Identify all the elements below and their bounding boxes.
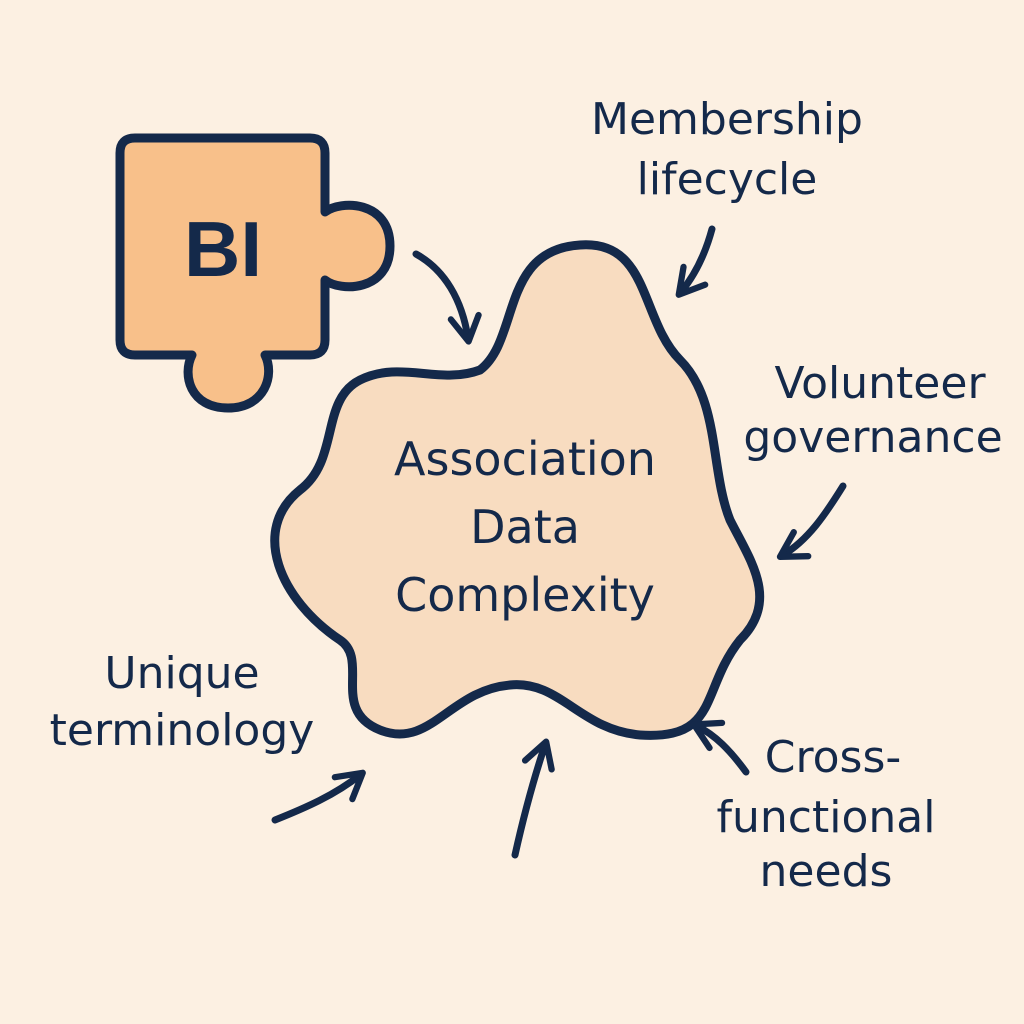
- factor-line: Cross-: [765, 732, 902, 783]
- puzzle-piece-icon: BI: [115, 133, 395, 413]
- arrow-bi: [412, 250, 482, 345]
- factor-line: Volunteer: [774, 358, 986, 409]
- factor-line: terminology: [50, 705, 315, 756]
- arrow-bottom: [511, 738, 555, 859]
- center-line: Association: [394, 432, 656, 486]
- factor-volunteer-governance: Volunteer governance: [743, 358, 1002, 463]
- factor-line: Unique: [104, 648, 259, 699]
- bi-label: BI: [184, 205, 262, 293]
- factor-membership-lifecycle: Membership lifecycle: [591, 94, 863, 205]
- center-line: Data: [470, 500, 580, 554]
- factor-line: Membership: [591, 94, 863, 145]
- arrow-membership: [675, 225, 716, 298]
- center-label: Association Data Complexity: [394, 432, 656, 622]
- center-line: Complexity: [395, 568, 655, 622]
- arrow-volunteer: [776, 482, 847, 560]
- factor-line: governance: [743, 412, 1002, 463]
- complexity-blob: [270, 240, 765, 740]
- factor-line: needs: [760, 846, 893, 897]
- arrow-terminology: [271, 769, 366, 824]
- factor-unique-terminology: Unique terminology: [50, 648, 315, 756]
- factor-cross-functional-needs: Cross- functional needs: [717, 732, 936, 897]
- arrow-cross-functional: [690, 719, 750, 776]
- factor-line: lifecycle: [637, 154, 818, 205]
- factor-line: functional: [717, 792, 936, 843]
